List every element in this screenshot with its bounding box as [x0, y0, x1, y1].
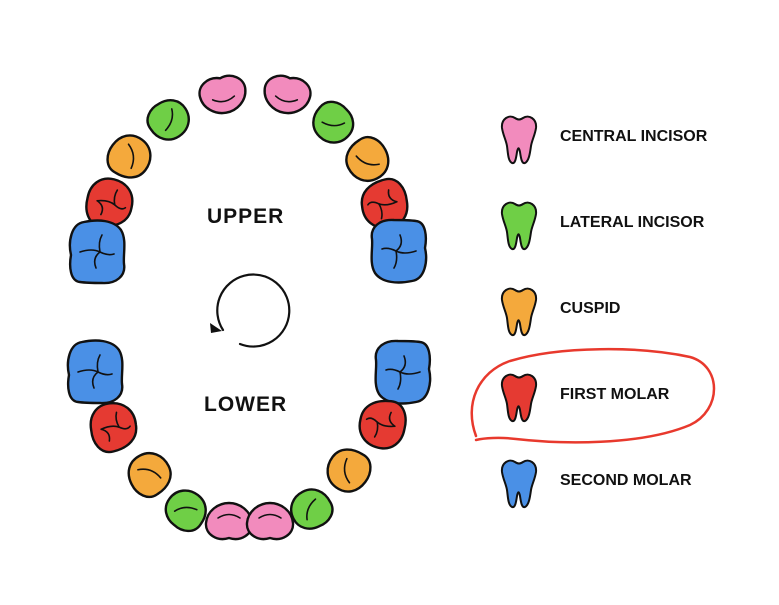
- upper-left-lateral-incisor: [312, 100, 355, 144]
- lower-right-second-molar: [66, 339, 124, 405]
- lower-right-first-molar: [89, 402, 138, 454]
- first-molar-highlight-circle: [470, 347, 716, 444]
- circular-arrow-icon: [210, 273, 291, 348]
- lower-right-lateral-incisor: [164, 489, 207, 533]
- upper-left-central-incisor: [263, 74, 312, 115]
- legend-label-cuspid: CUSPID: [560, 300, 621, 317]
- upper-right-lateral-incisor: [146, 99, 190, 141]
- legend-label-first-molar: FIRST MOLAR: [560, 386, 670, 403]
- lower-left-cuspid: [326, 448, 372, 493]
- upper-right-first-molar: [85, 177, 134, 228]
- lower-left-first-molar: [358, 399, 407, 450]
- lower-left-second-molar: [374, 339, 432, 405]
- upper-right-cuspid: [106, 134, 152, 179]
- lower-right-central-incisor: [204, 501, 254, 541]
- first-molar-tooth-icon: [500, 373, 538, 423]
- upper-right-second-molar: [68, 219, 126, 285]
- lower-right-cuspid: [127, 452, 172, 499]
- upper-left-cuspid: [345, 135, 390, 182]
- lower-left-lateral-incisor: [290, 488, 334, 530]
- upper-left-second-molar: [370, 218, 428, 284]
- lateral-incisor-tooth-icon: [500, 201, 538, 251]
- lower-jaw-label: LOWER: [204, 393, 288, 416]
- legend-label-central-incisor: CENTRAL INCISOR: [560, 128, 708, 145]
- upper-jaw-label: UPPER: [207, 205, 285, 228]
- lower-left-central-incisor: [245, 501, 295, 541]
- central-incisor-tooth-icon: [500, 115, 538, 165]
- upper-right-central-incisor: [198, 74, 247, 115]
- legend-label-lateral-incisor: LATERAL INCISOR: [560, 214, 705, 231]
- cuspid-tooth-icon: [500, 287, 538, 337]
- legend-label-second-molar: SECOND MOLAR: [560, 472, 692, 489]
- second-molar-tooth-icon: [500, 459, 538, 509]
